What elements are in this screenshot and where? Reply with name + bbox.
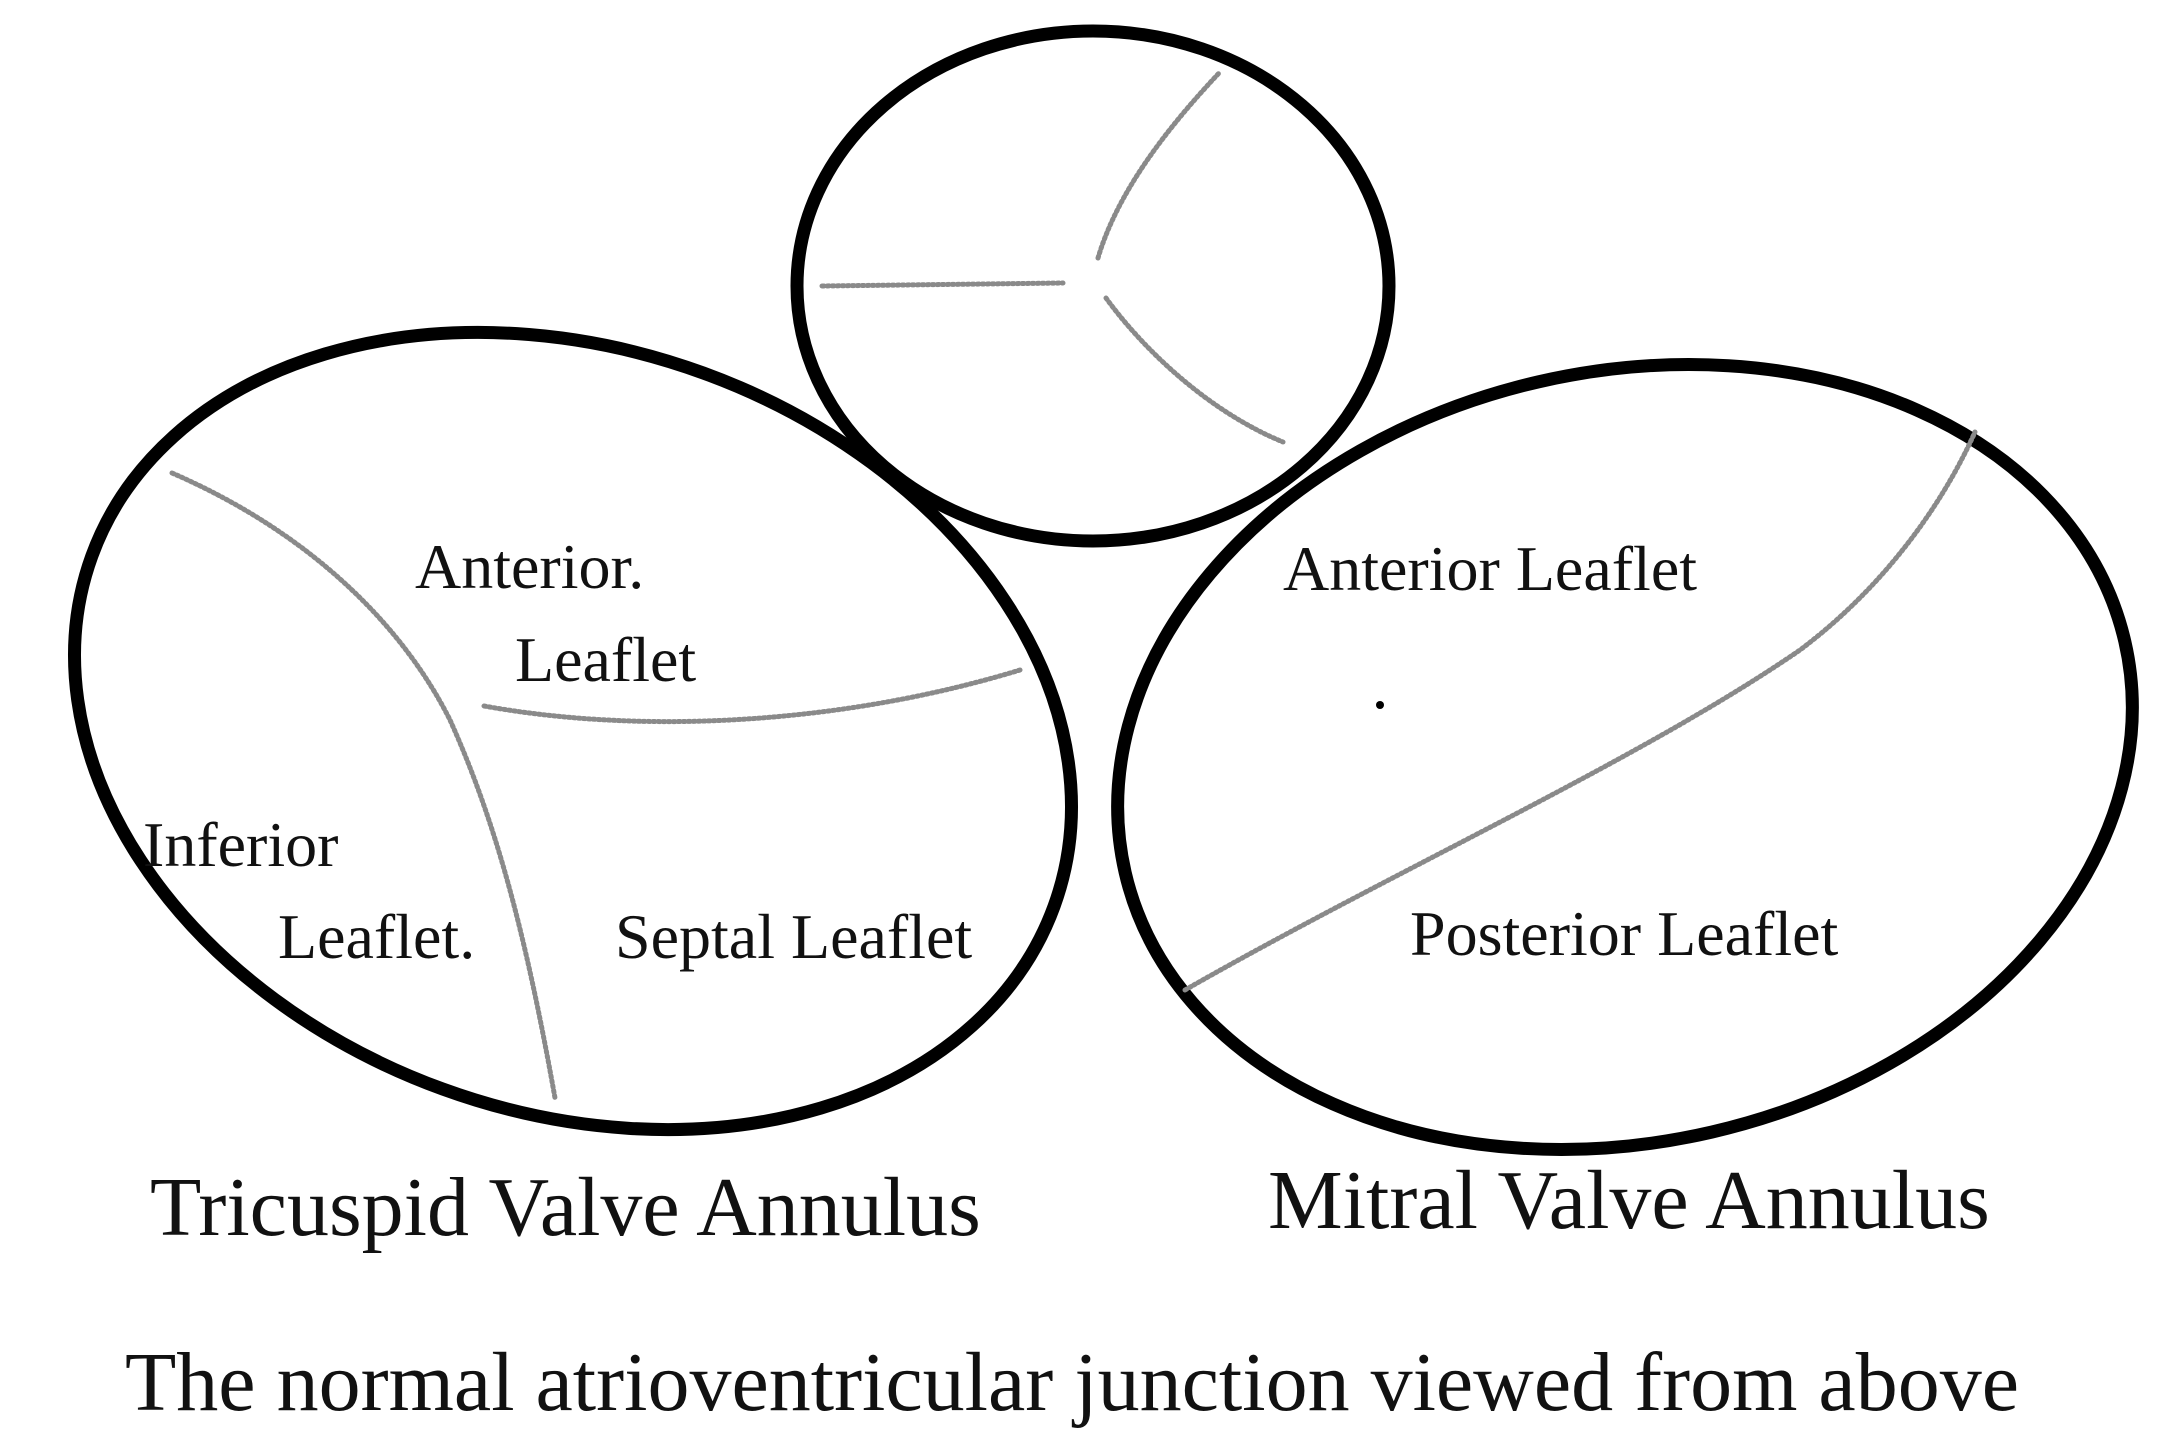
mitral-valve-annulus-title: Mitral Valve Annulus [1268, 1154, 1990, 1247]
mitral-annulus-center-dot [1376, 701, 1384, 709]
tricuspid-valve-annulus-title: Tricuspid Valve Annulus [150, 1161, 981, 1254]
aortic-valve [790, 24, 1396, 548]
tricuspid-anterior-leaflet-label-line1: Anterior. [415, 531, 644, 602]
tricuspid-inferior-leaflet-label-line2: Leaflet. [278, 901, 475, 972]
mitral-posterior-leaflet-label: Posterior Leaflet [1410, 898, 1839, 969]
tricuspid-inferior-leaflet-label-line1: Inferior [143, 809, 338, 880]
tricuspid-valve-annulus-outline [68, 325, 1078, 1137]
mitral-valve-annulus-outline [1111, 358, 2139, 1156]
aortic-commissure-left [819, 280, 1066, 289]
mitral-valve: Anterior Leaflet Posterior Leaflet Mitra… [1111, 358, 2139, 1247]
aortic-valve-annulus-outline [790, 24, 1396, 548]
aortic-commissure-lower [1103, 295, 1286, 445]
aortic-commissure-upper [1095, 69, 1223, 261]
tricuspid-septal-leaflet-label: Septal Leaflet [615, 901, 972, 972]
tricuspid-anterior-leaflet-label-line2: Leaflet [515, 624, 696, 695]
tricuspid-commissure-main [169, 470, 558, 1101]
tricuspid-commissure-branch [481, 667, 1023, 725]
tricuspid-valve: Anterior. Leaflet Inferior Leaflet. Sept… [68, 325, 1078, 1254]
figure-caption: The normal atrioventricular junction vie… [125, 1336, 2019, 1429]
mitral-commissure [1182, 429, 1978, 993]
mitral-anterior-leaflet-label: Anterior Leaflet [1283, 533, 1697, 604]
